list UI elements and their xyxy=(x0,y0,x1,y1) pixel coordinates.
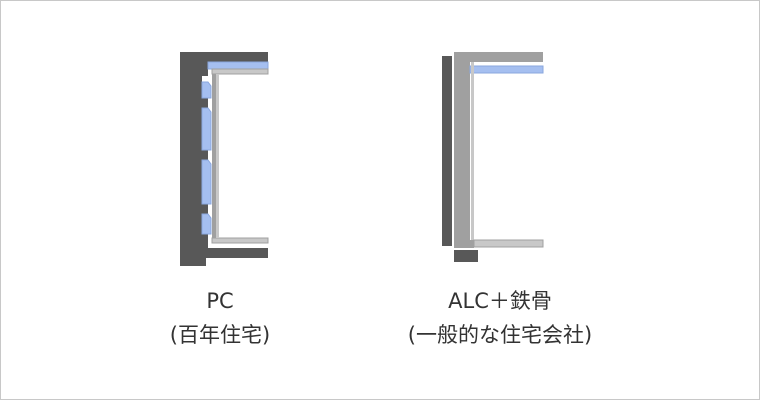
pc-caption: PC (百年住宅) xyxy=(120,284,320,352)
pc-insulation xyxy=(201,213,212,235)
alc-caption: ALC＋鉄骨 (一般的な住宅会社) xyxy=(370,284,630,352)
alc-outer-panel xyxy=(442,56,452,246)
alc-bottom-board xyxy=(473,239,544,248)
pc-inner-board-face xyxy=(216,74,219,238)
alc-foundation xyxy=(454,250,478,262)
pc-joint xyxy=(200,62,208,76)
pc-joint xyxy=(200,150,208,160)
pc-insulation xyxy=(201,81,212,99)
pc-insulation xyxy=(201,159,212,205)
pc-bottom-foot xyxy=(180,248,206,266)
pc-top-slab xyxy=(180,52,268,62)
pc-inner-board-bottom xyxy=(211,237,269,244)
pc-inner-board-top xyxy=(211,68,269,75)
pc-outer-wall xyxy=(180,52,202,266)
alc-top-beam xyxy=(470,52,543,62)
pc-bottom-slab xyxy=(180,248,268,258)
pc-inner-board xyxy=(212,69,216,241)
pc-subtitle: (百年住宅) xyxy=(169,323,271,347)
alc-title: ALC＋鉄骨 xyxy=(448,289,552,313)
pc-joint xyxy=(200,204,208,214)
pc-ceiling-insulation xyxy=(207,61,269,70)
alc-subtitle: (一般的な住宅会社) xyxy=(407,323,593,347)
pc-title: PC xyxy=(206,289,234,313)
alc-wall-section xyxy=(442,52,544,262)
alc-inner-board xyxy=(471,62,474,242)
alc-ceiling-insulation xyxy=(469,65,544,74)
alc-steel-column xyxy=(454,52,470,248)
pc-insulation xyxy=(201,107,212,151)
pc-joint xyxy=(200,234,208,248)
pc-joint xyxy=(200,98,208,108)
pc-wall-section xyxy=(180,52,269,266)
alc-bottom-beam xyxy=(454,240,474,248)
